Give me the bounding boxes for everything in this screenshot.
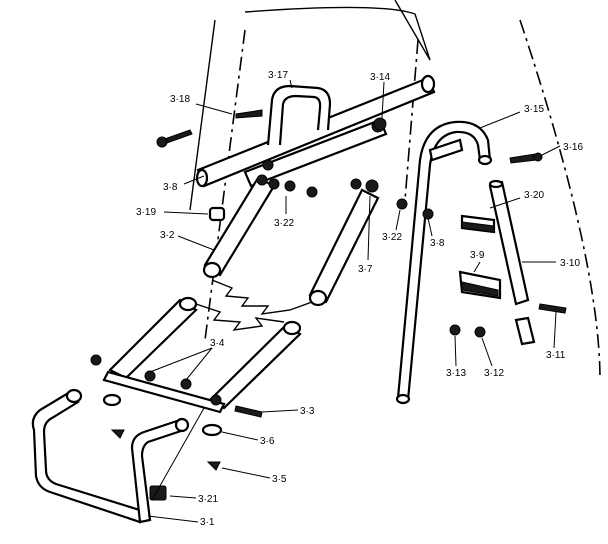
base-frame-3-1 xyxy=(31,388,190,524)
callout-3-4: 3·4 xyxy=(210,338,225,349)
callout-3-3: 3·3 xyxy=(300,406,315,417)
rear-leg-3-15 xyxy=(395,120,493,405)
callout-3-13: 3·13 xyxy=(446,368,466,379)
callout-3-5: 3·5 xyxy=(272,474,287,485)
callout-3-14: 3·14 xyxy=(370,72,390,83)
footrest-break-line xyxy=(195,303,285,331)
footrest-frame xyxy=(102,296,302,414)
seat-break-line xyxy=(211,279,313,315)
handle-3-17 xyxy=(266,84,332,146)
callout-3-22-right: 3·22 xyxy=(382,232,402,243)
callout-3-17: 3·17 xyxy=(268,70,288,81)
callout-3-2: 3·2 xyxy=(160,230,175,241)
leader-lines xyxy=(147,79,561,523)
tube-3-10 xyxy=(488,179,536,346)
seat-tube-left xyxy=(202,176,276,279)
frame-outline xyxy=(189,0,601,381)
callout-3-15: 3·15 xyxy=(524,104,544,115)
pad-3-20 xyxy=(460,214,496,234)
callout-3-7: 3·7 xyxy=(358,264,373,275)
callout-3-1: 3·1 xyxy=(200,517,215,528)
callout-labels: 3·18 3·17 3·14 3·15 3·16 3·8 3·19 3·22 3… xyxy=(136,70,583,528)
callout-3-18: 3·18 xyxy=(170,94,190,105)
callout-3-20: 3·20 xyxy=(524,190,544,201)
callout-3-8-lower: 3·8 xyxy=(430,238,445,249)
hardware xyxy=(90,109,567,501)
callout-3-9: 3·9 xyxy=(470,250,485,261)
callout-3-19: 3·19 xyxy=(136,207,156,218)
callout-3-21: 3·21 xyxy=(198,494,218,505)
callout-3-6: 3·6 xyxy=(260,436,275,447)
callout-3-11: 3·11 xyxy=(546,350,566,361)
callout-3-22-left: 3·22 xyxy=(274,218,294,229)
seat-tube-right xyxy=(308,188,380,307)
callout-3-12: 3·12 xyxy=(484,368,504,379)
pad-3-9 xyxy=(458,270,502,300)
callout-3-16: 3·16 xyxy=(563,142,583,153)
callout-3-8-upper: 3·8 xyxy=(163,182,178,193)
callout-3-10: 3·10 xyxy=(560,258,580,269)
